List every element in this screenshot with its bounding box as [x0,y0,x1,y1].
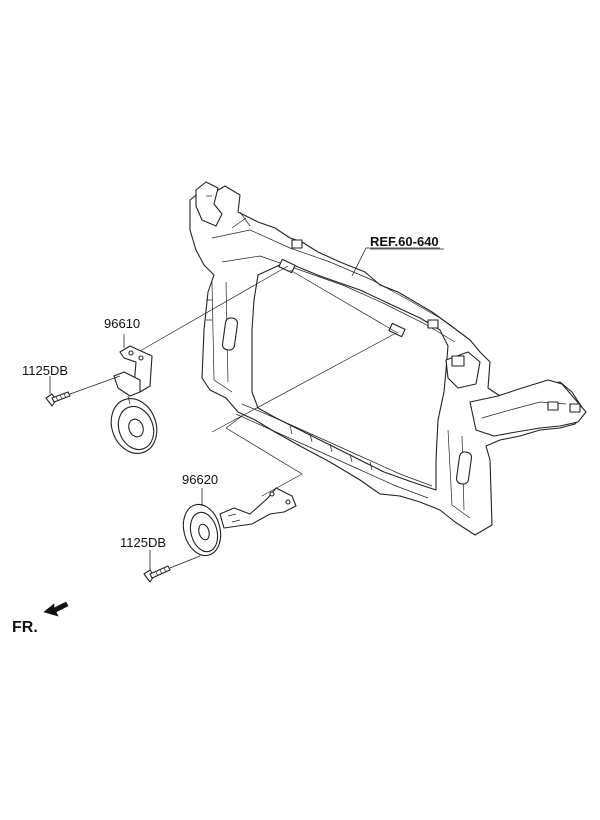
bolt-1125db-upper [45,375,121,407]
part-label-1125db-upper: 1125DB [22,363,68,378]
front-label: FR. [12,619,38,636]
bolt-1125db-lower [143,550,201,583]
part-label-96610: 96610 [104,316,140,331]
horn-96610 [110,345,158,454]
front-arrow-icon [43,601,69,617]
reference-label: REF.60-640 [370,234,439,249]
radiator-support-frame [189,181,587,536]
part-label-1125db-lower: 1125DB [120,535,166,550]
part-label-96620: 96620 [182,472,218,487]
horn-96620 [182,487,297,557]
front-direction-indicator: FR. [12,601,69,636]
